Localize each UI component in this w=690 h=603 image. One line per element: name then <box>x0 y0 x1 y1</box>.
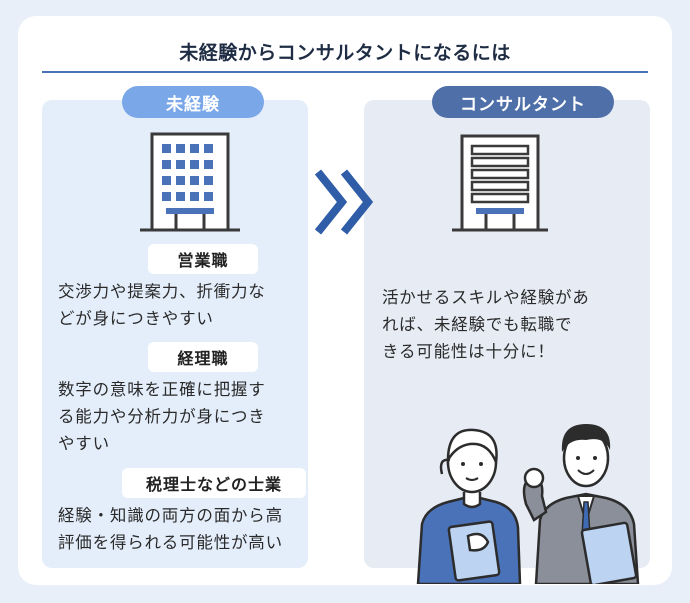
double-chevron-right-icon <box>314 169 374 235</box>
licensed-professional-description: 経験・知識の両方の面から高 評価を得られる可能性が高い <box>58 506 283 552</box>
woman-figure <box>416 428 522 584</box>
man-figure <box>522 424 640 584</box>
accounting-job-description: 数字の意味を正確に把握す る能力や分析力が身につき やすい <box>58 380 266 453</box>
consultant-header: コンサルタント <box>432 86 614 118</box>
consultant-description: 活かせるスキルや経験があ れば、未経験でも転職で きる可能性は十分に！ <box>382 288 590 361</box>
accounting-job-tag: 経理職 <box>148 342 258 372</box>
main-card: 未経験からコンサルタントになるには 未経験 コンサルタント <box>18 16 672 585</box>
business-people-illustration <box>416 424 640 584</box>
sales-job-description: 交渉力や提案力、折衝力な どが身につきやすい <box>58 282 266 328</box>
sales-job-tag: 営業職 <box>148 244 258 274</box>
office-building-icon <box>140 132 240 232</box>
title-underline <box>42 71 648 73</box>
consulting-building-icon <box>452 134 548 232</box>
page-title: 未経験からコンサルタントになるには <box>179 42 511 64</box>
inexperienced-header: 未経験 <box>122 86 264 118</box>
licensed-professional-tag: 税理士などの士業 <box>122 468 306 498</box>
